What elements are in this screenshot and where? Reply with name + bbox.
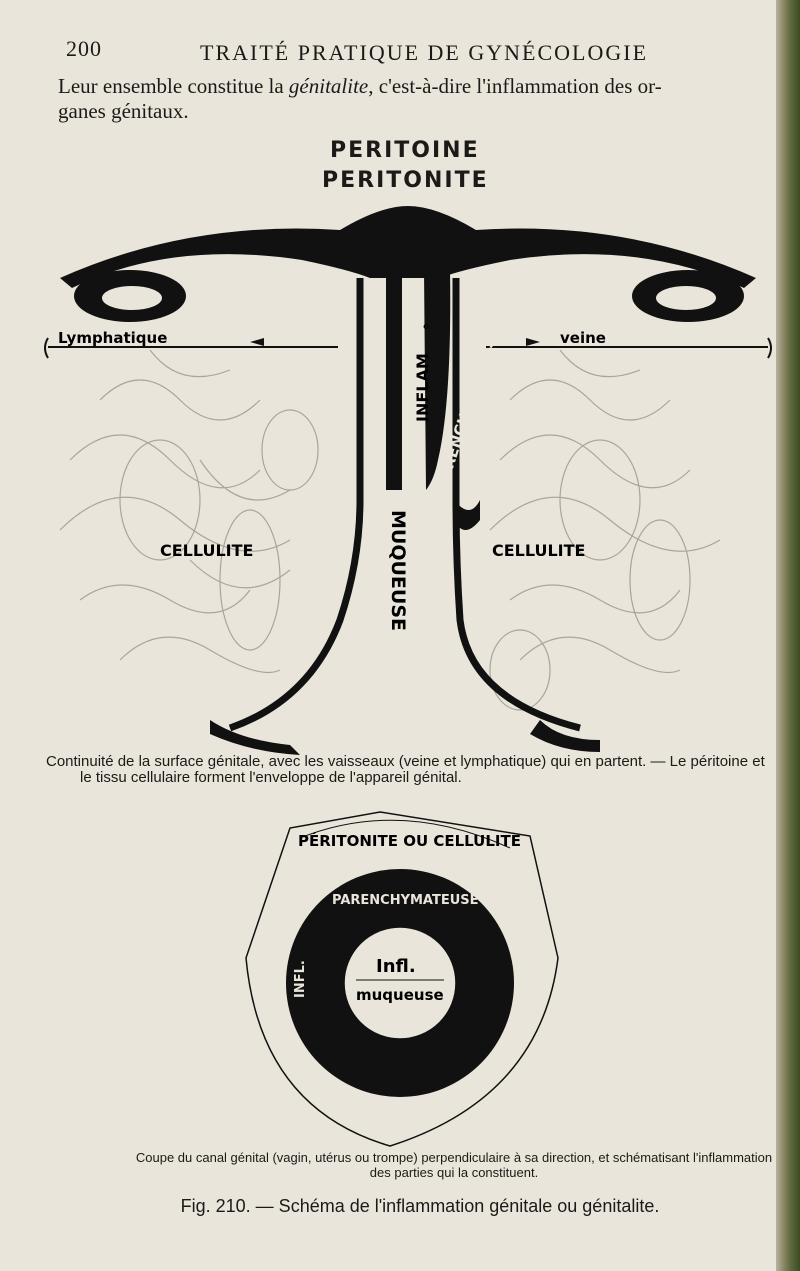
running-header: 200 TRAITÉ PRATIQUE DE GYNÉCOLOGIE xyxy=(0,36,776,66)
uterus-left-wall xyxy=(228,278,364,732)
page-number: 200 xyxy=(66,36,102,61)
vessels xyxy=(44,337,772,359)
heading-peritoine: PERITOINE xyxy=(330,138,480,163)
parenchyma-layer xyxy=(424,270,451,490)
label-infl-inner: Infl. xyxy=(376,956,416,977)
label-cellulite-left: CELLULITE xyxy=(160,541,253,560)
arrow-left-icon xyxy=(250,338,264,346)
intro-text-b: , c'est-à-dire l'inflammation des or- xyxy=(368,74,662,98)
label-parenchymateuse: PARENCHYMATEUSE xyxy=(332,893,479,908)
cervix-mass xyxy=(210,720,300,755)
label-muqueuse: MUQUEUSE xyxy=(387,510,409,631)
arrow-right-icon xyxy=(526,338,540,346)
caption2-line2: des parties qui la constituent. xyxy=(369,1165,539,1180)
page-edge xyxy=(776,0,800,1271)
intro-paragraph: Leur ensemble constitue la génitalite, c… xyxy=(58,74,768,124)
intro-text-a: Leur ensemble constitue la xyxy=(58,74,289,98)
intro-emphasis: génitalite xyxy=(288,74,369,98)
uterus-schematic-figure: Lymphatique veine INFLAM ° PARENCHYMATEU… xyxy=(44,206,772,755)
label-lymphatique: Lymphatique xyxy=(58,329,167,347)
tissue-texture xyxy=(59,349,721,711)
label-degree: ° xyxy=(422,321,430,340)
caption1-line1: Continuité de la surface génitale, avec … xyxy=(46,753,765,770)
intro-text-line2: ganes génitaux. xyxy=(58,99,189,123)
heading-peritonite: PERITONITE xyxy=(322,168,489,193)
uterus-right-wall xyxy=(452,278,581,732)
cross-section-figure: Infl. muqueuse PARENCHYMATEUSE INFL. PÉR… xyxy=(245,811,559,1147)
book-title: TRAITÉ PRATIQUE DE GYNÉCOLOGIE xyxy=(200,40,649,65)
caption2-line1: Coupe du canal génital (vagin, utérus ou… xyxy=(135,1150,773,1165)
label-inflammation: INFLAM xyxy=(413,353,432,422)
label-veine: veine xyxy=(560,329,606,347)
book-page: 200 TRAITÉ PRATIQUE DE GYNÉCOLOGIE Leur … xyxy=(0,0,776,1271)
figure-title: Fig. 210. — Schéma de l'inflammation gén… xyxy=(180,1196,660,1216)
peritoneum-band xyxy=(60,206,756,288)
figure1-caption: Continuité de la surface génitale, avec … xyxy=(46,754,766,786)
outer-boundary xyxy=(245,811,559,1147)
caption1-line2: le tissu cellulaire forment l'enveloppe … xyxy=(80,769,462,786)
label-outer: PÉRITONITE OU CELLULITE xyxy=(298,831,521,850)
mucosa-ring xyxy=(343,926,457,1040)
label-muqueuse-inner: muqueuse xyxy=(356,986,444,1004)
label-cellulite-right: CELLULITE xyxy=(492,541,585,560)
label-infl-left: INFL. xyxy=(293,960,308,998)
figure2-caption: Coupe du canal génital (vagin, utérus ou… xyxy=(134,1150,774,1180)
